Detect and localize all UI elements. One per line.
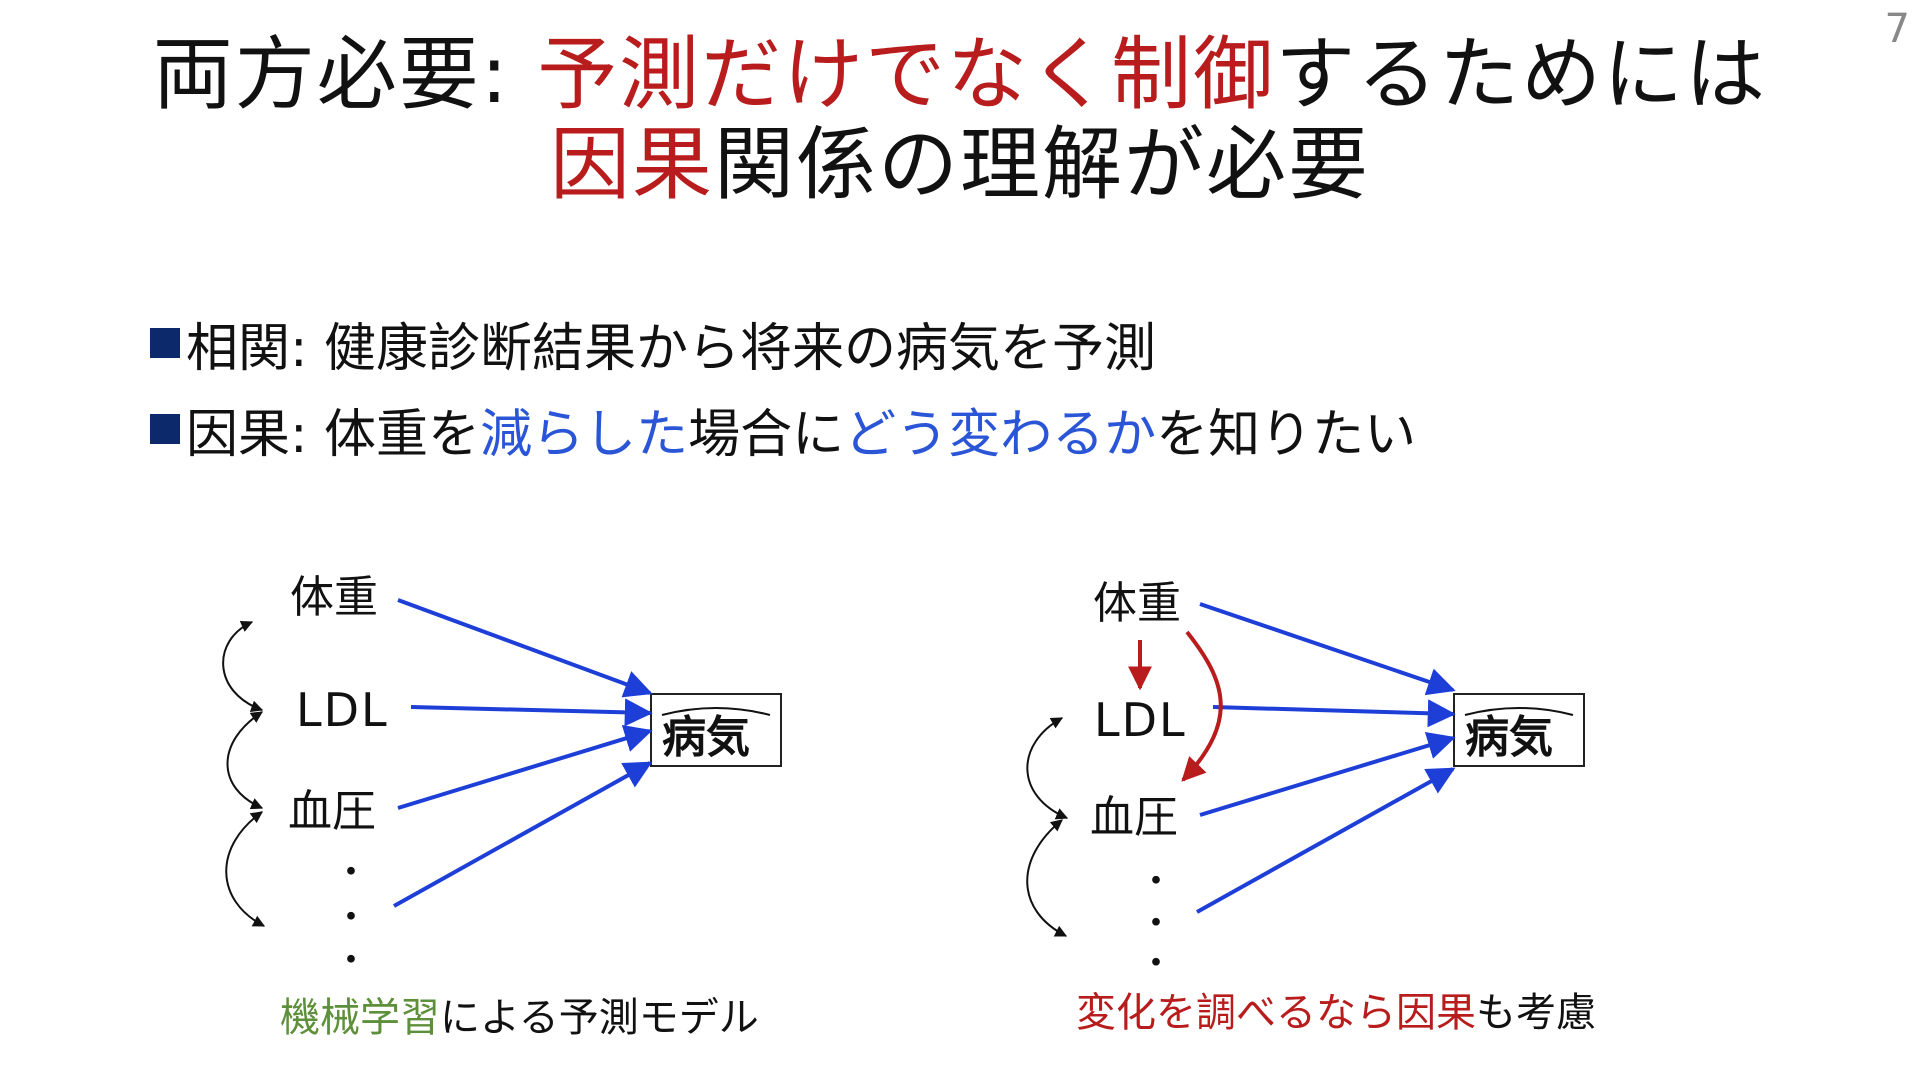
title-line-2: 因果関係の理解が必要 [0, 120, 1920, 210]
bullet-text: 相関: 健康診断結果から将来の病気を予測 [186, 318, 1157, 379]
page-number: 7 [1884, 6, 1910, 52]
correlation-arc-weight-ldl [222, 620, 264, 712]
arrow-weight-to-disease [397, 598, 653, 698]
bullet-correlation: 相関: 健康診断結果から将来の病気を予測 [150, 300, 1416, 386]
title-part: 関係の理解が必要 [714, 118, 1370, 211]
caption-text: による予測モデル [440, 995, 759, 1041]
arrow-ldl-to-disease [1212, 699, 1456, 728]
title-part: するためには [1275, 28, 1768, 121]
bullet-square-icon [150, 414, 180, 444]
causal-arrow-weight-to-bp [1181, 630, 1223, 782]
target-box [1453, 693, 1585, 767]
right-caption: 変化を調べるなら因果も考慮 [1076, 980, 1596, 1038]
node-blood-pressure: 血圧 [288, 786, 376, 837]
left-caption: 機械学習による予測モデル [280, 985, 759, 1043]
arrow-other-to-disease [1196, 767, 1456, 914]
bullet-text: 場合に [688, 404, 845, 465]
title-highlight: 因果 [550, 118, 714, 211]
target-disease-label: 病気 [662, 712, 750, 763]
ellipsis-dot: ・ [333, 852, 369, 893]
correlation-arc-bp-other [225, 811, 266, 927]
bullet-square-icon [150, 328, 180, 358]
correlation-arc-bp-other [1026, 819, 1068, 937]
ellipsis-dot: ・ [333, 940, 369, 981]
title-part: 両方必要: [152, 28, 538, 121]
caption-highlight: 機械学習 [280, 995, 440, 1041]
node-ldl: LDL [1094, 693, 1187, 747]
caption-highlight: 変化を調べるなら因果 [1076, 990, 1476, 1036]
node-weight: 体重 [290, 572, 378, 623]
arrow-bp-to-disease [1199, 731, 1456, 817]
bullet-emphasis: どう変わるか [844, 404, 1157, 465]
slide-title: 両方必要: 予測だけでなく制御するためには 因果関係の理解が必要 [0, 30, 1920, 210]
ellipsis-dot: ・ [1138, 943, 1174, 984]
arrow-other-to-disease [393, 761, 653, 908]
bullet-text: 因果: 体重を [186, 404, 481, 465]
arrow-weight-to-disease [1199, 602, 1456, 696]
prediction-hat-icon [1464, 707, 1574, 716]
bullet-emphasis: 減らした [480, 404, 689, 465]
bullet-text: を知りたい [1156, 404, 1417, 465]
title-highlight: 予測だけでなく制御 [537, 28, 1276, 121]
correlation-arc-ldl-bp [226, 711, 264, 810]
left-diagram: 体重 LDL 血圧 ・ ・ ・ 病気 [222, 572, 782, 981]
bullet-list: 相関: 健康診断結果から将来の病気を予測 因果: 体重を減らした場合にどう変わる… [150, 300, 1416, 472]
node-weight: 体重 [1093, 578, 1181, 629]
title-line-1: 両方必要: 予測だけでなく制御するためには [0, 30, 1920, 120]
ellipsis-dot: ・ [1138, 903, 1174, 944]
arrow-bp-to-disease [397, 724, 653, 810]
node-ldl: LDL [296, 683, 389, 737]
node-blood-pressure: 血圧 [1090, 792, 1178, 843]
ellipsis-dot: ・ [1138, 861, 1174, 902]
correlation-arc-ldl-bp [1026, 717, 1069, 820]
ellipsis-dot: ・ [333, 897, 369, 938]
right-diagram: 体重 LDL 血圧 ・ ・ ・ 病気 [1026, 578, 1585, 984]
caption-text: も考慮 [1476, 990, 1596, 1036]
bullet-causation: 因果: 体重を減らした場合にどう変わるかを知りたい [150, 386, 1416, 472]
prediction-hat-icon [661, 707, 771, 716]
arrow-ldl-to-disease [410, 698, 653, 727]
target-disease-label: 病気 [1465, 712, 1553, 763]
